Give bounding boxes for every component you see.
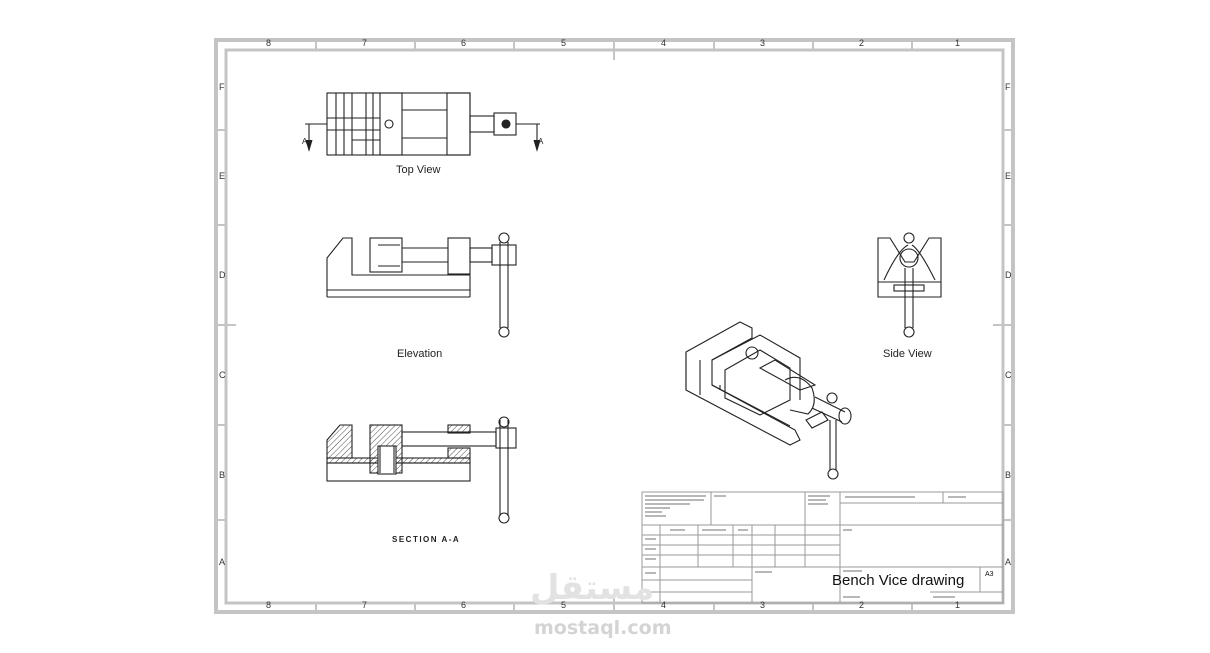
title-block-frame xyxy=(641,491,1004,604)
zone-left-B: B xyxy=(219,470,226,480)
zone-bottom-1: 1 xyxy=(955,600,961,610)
zone-right-C: C xyxy=(1005,370,1012,380)
isometric-drawing xyxy=(685,321,852,480)
zone-top-4: 4 xyxy=(661,38,667,48)
zone-top-3: 3 xyxy=(760,38,766,48)
section-marker-right: A xyxy=(538,137,544,146)
watermark-latin: mostaql.com xyxy=(534,617,672,639)
drawing-title: Bench Vice drawing xyxy=(832,572,965,589)
zone-top-6: 6 xyxy=(461,38,467,48)
section-label: SECTION A-A xyxy=(392,535,461,544)
zone-top-1: 1 xyxy=(955,38,961,48)
elevation-drawing xyxy=(326,232,517,338)
zone-bottom-5: 5 xyxy=(561,600,567,610)
zone-ticks xyxy=(216,40,1013,612)
zone-left-D: D xyxy=(219,270,226,280)
top-view-drawing xyxy=(305,92,541,156)
section-drawing xyxy=(326,416,517,524)
zone-bottom-6: 6 xyxy=(461,600,467,610)
top-view-label: Top View xyxy=(396,164,441,176)
zone-left-E: E xyxy=(219,171,226,181)
zone-right-A: A xyxy=(1005,557,1012,567)
zone-bottom-3: 3 xyxy=(760,600,766,610)
title-block-fine-print xyxy=(645,495,966,598)
zone-top-2: 2 xyxy=(859,38,865,48)
sheet-size: A3 xyxy=(985,571,994,578)
zone-bottom-8: 8 xyxy=(266,600,272,610)
watermark-arabic: مستقل xyxy=(530,568,655,608)
zone-left-C: C xyxy=(219,370,226,380)
section-marker-left: A xyxy=(302,137,308,146)
zone-bottom-7: 7 xyxy=(362,600,368,610)
zone-right-D: D xyxy=(1005,270,1012,280)
zone-left-A: A xyxy=(219,557,226,567)
zone-right-F: F xyxy=(1005,82,1011,92)
zone-right-E: E xyxy=(1005,171,1012,181)
zone-top-7: 7 xyxy=(362,38,368,48)
zone-top-8: 8 xyxy=(266,38,272,48)
zone-right-B: B xyxy=(1005,470,1012,480)
side-view-label: Side View xyxy=(883,348,932,360)
zone-bottom-4: 4 xyxy=(661,600,667,610)
side-view-drawing xyxy=(877,232,942,338)
zone-top-5: 5 xyxy=(561,38,567,48)
inner-border xyxy=(224,48,1005,605)
zone-bottom-2: 2 xyxy=(859,600,865,610)
elevation-label: Elevation xyxy=(397,348,443,360)
zone-left-F: F xyxy=(219,82,225,92)
